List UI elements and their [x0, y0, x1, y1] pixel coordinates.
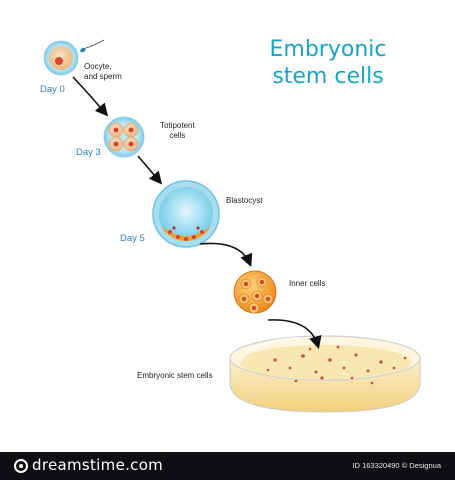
oocyte-label-line-2: and sperm — [84, 72, 122, 81]
blastocyst-illustration — [152, 180, 220, 248]
arrow-inner-cells-to-dish — [267, 319, 322, 350]
title-line-2: stem cells — [272, 64, 384, 89]
embryonic-stem-cells-label: Embryonic stem cells — [137, 371, 213, 380]
brand-name: dreamstime.com — [32, 456, 164, 474]
dreamstime-logo-icon — [14, 459, 28, 473]
brand-logo: dreamstime.com — [14, 456, 163, 474]
totipotent-label-line-1: Totipotent — [160, 121, 195, 130]
arrow-day0-to-day3 — [72, 76, 109, 117]
sperm-illustration — [80, 39, 105, 53]
image-id: ID 163320490 © Designua — [352, 461, 441, 470]
watermark-footer: dreamstime.com ID 163320490 © Designua — [0, 452, 455, 480]
arrow-blastocyst-to-inner-cells — [199, 242, 253, 267]
blastocyst-label: Blastocyst — [226, 196, 263, 205]
inner-cells-label: Inner cells — [289, 279, 326, 288]
oocyte-label: Oocyte, and sperm — [84, 62, 122, 82]
day-5-label: Day 5 — [120, 233, 145, 244]
inner-cells-illustration — [233, 270, 277, 314]
day-3-label: Day 3 — [76, 147, 101, 158]
day-0-label: Day 0 — [40, 84, 65, 95]
oocyte-illustration — [43, 40, 79, 76]
totipotent-label-line-2: cells — [169, 131, 186, 140]
oocyte-label-line-1: Oocyte, — [84, 62, 112, 71]
diagram-title: Embryonic stem cells — [258, 36, 398, 90]
arrow-day3-to-day5 — [137, 155, 163, 185]
petri-dish-illustration — [229, 335, 421, 413]
totipotent-label: Totipotent cells — [160, 121, 195, 141]
title-line-1: Embryonic — [269, 37, 387, 62]
totipotent-cells-illustration — [103, 116, 145, 158]
